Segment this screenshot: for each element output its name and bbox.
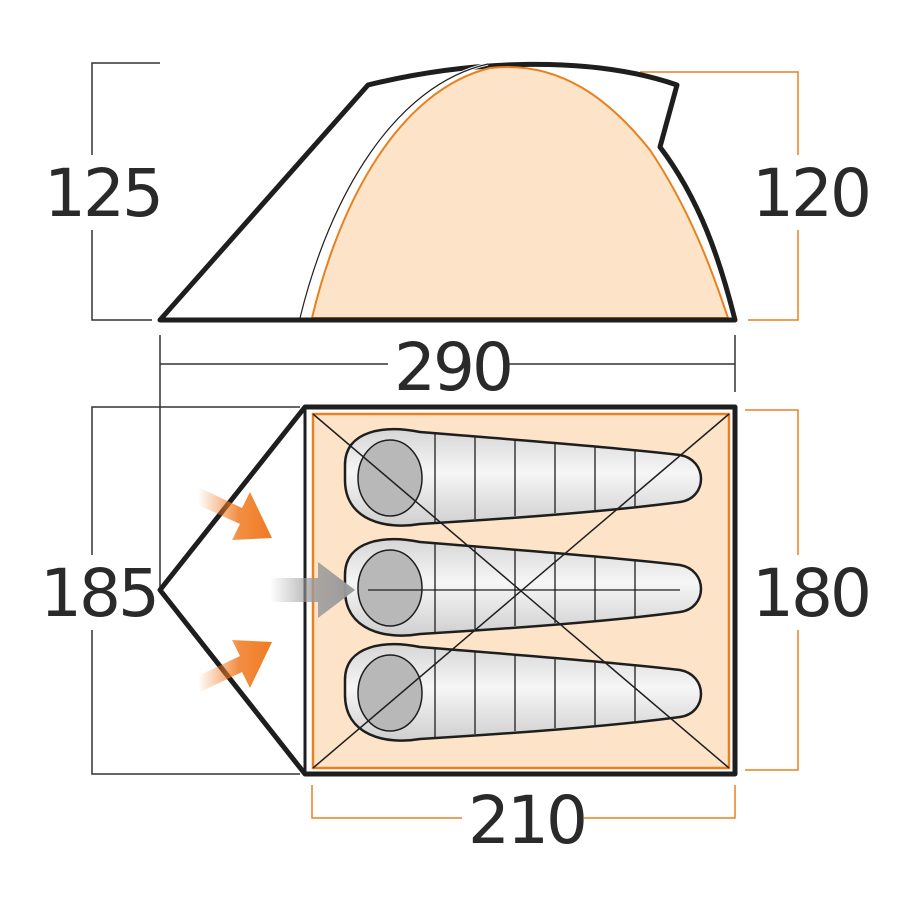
entrance-arrow-lower-icon <box>198 640 272 692</box>
label-mask <box>40 155 150 230</box>
entrance-arrow-upper-icon <box>198 488 272 540</box>
side-inner-tent <box>310 66 730 319</box>
label-mask <box>748 155 860 230</box>
inner-length-label: 210 <box>468 782 585 859</box>
total-length-label: 290 <box>394 329 511 406</box>
top-view: 185 180 210 <box>36 404 872 859</box>
total-length-dimension: 290 <box>159 329 736 590</box>
sleeping-bag-1 <box>343 428 703 527</box>
entrance-arrow-center-icon <box>270 562 355 618</box>
sleeping-bag-2 <box>343 538 703 637</box>
side-fly-seam <box>299 63 489 319</box>
label-mask <box>462 785 584 855</box>
outer-height-label: 125 <box>44 155 161 232</box>
outer-width-label: 185 <box>40 555 157 632</box>
side-view: 125 120 <box>40 61 872 323</box>
inner-width-label: 180 <box>752 555 869 632</box>
pole-diagonal-2 <box>312 413 730 769</box>
inner-height-label: 120 <box>752 155 869 232</box>
label-mask <box>750 555 862 630</box>
label-mask <box>36 555 156 630</box>
label-mask <box>388 330 508 400</box>
